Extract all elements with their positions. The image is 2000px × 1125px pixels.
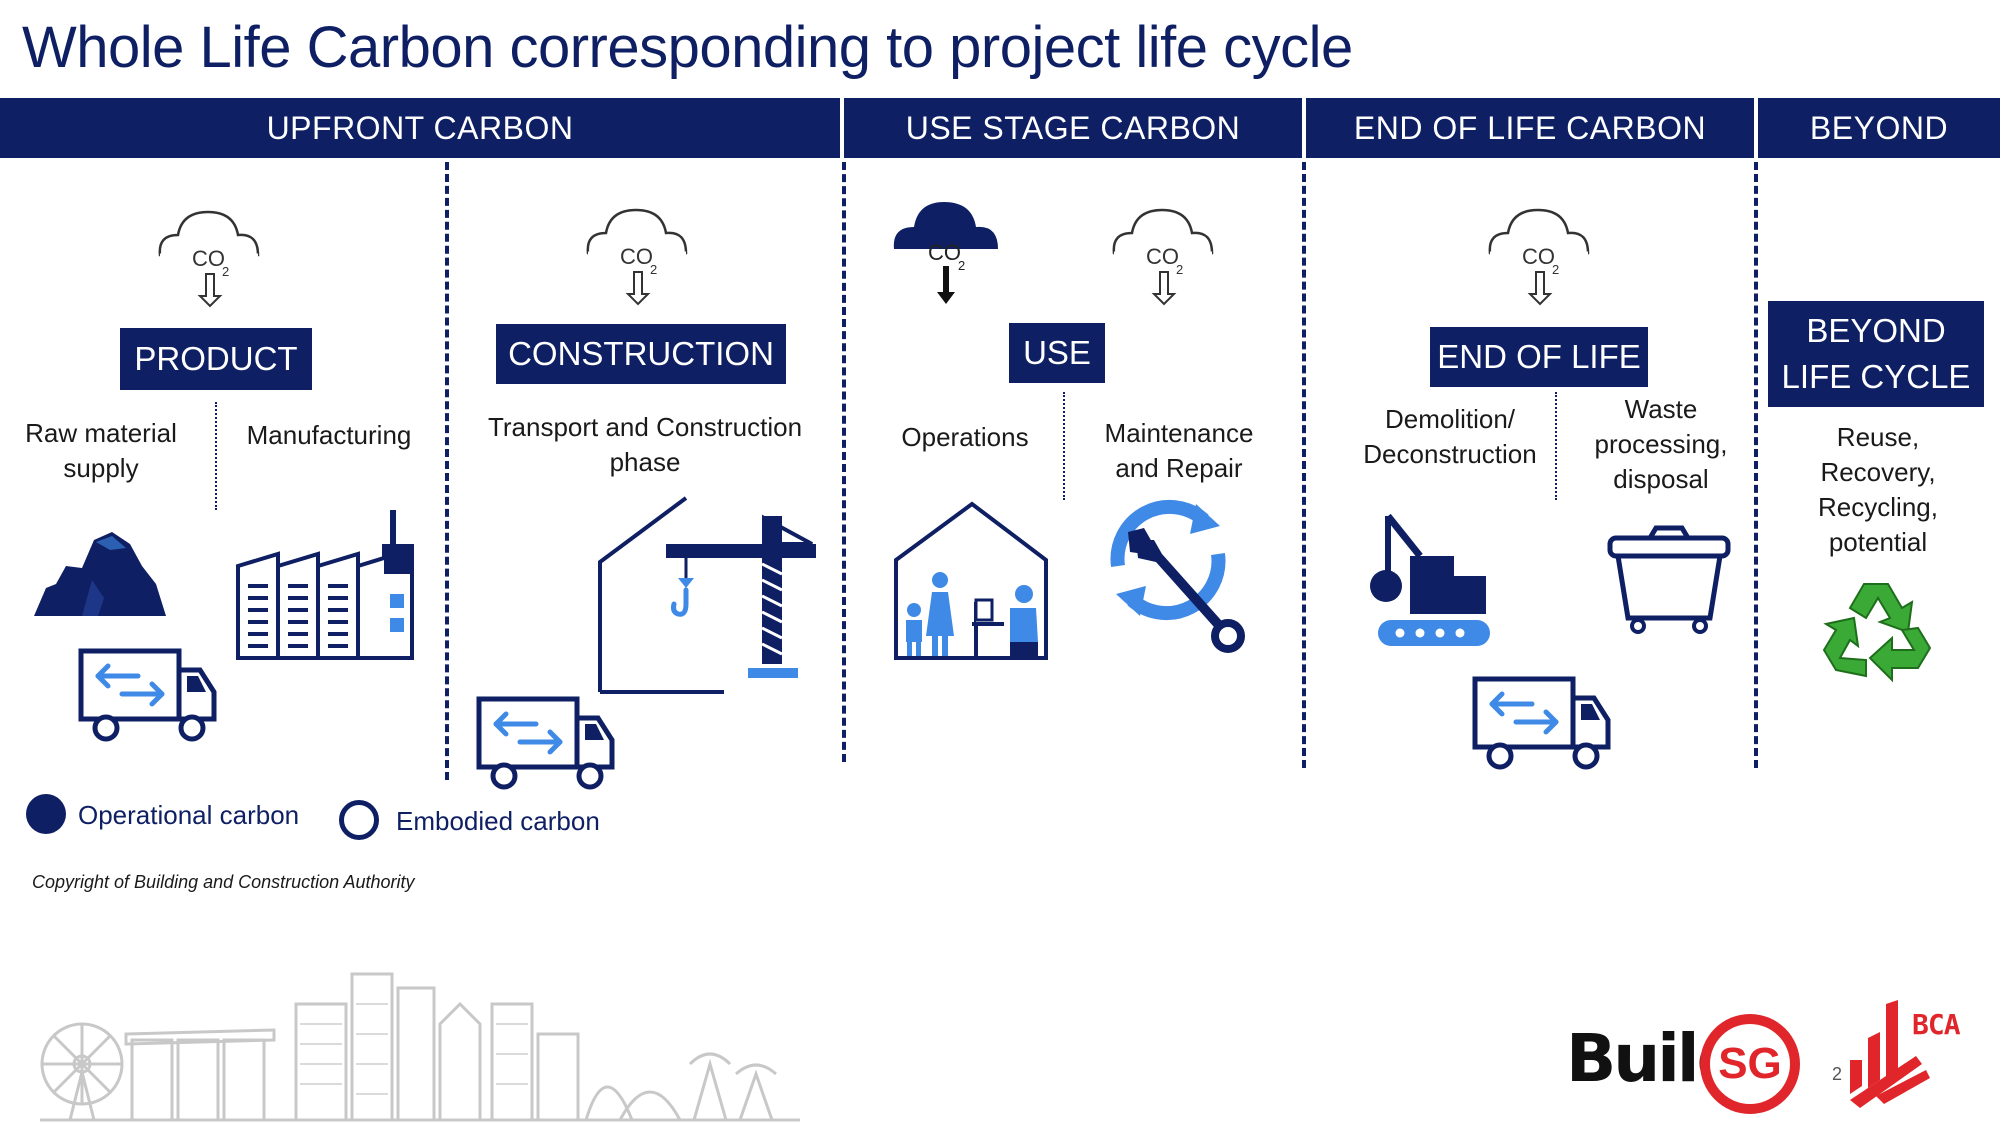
excavator-icon xyxy=(1370,513,1490,646)
recycle-icon xyxy=(1822,583,1932,683)
label-operations: Operations xyxy=(901,422,1029,452)
header-upfront-carbon: UPFRONT CARBON xyxy=(0,98,840,158)
column-divider xyxy=(1754,162,1758,768)
label-transport-construction: Transport and Construction phase xyxy=(487,412,803,478)
header-beyond: BEYOND xyxy=(1758,98,2000,158)
label-demolition: Demolition/ Deconstruction xyxy=(1363,404,1537,470)
embodied-carbon-legend-icon xyxy=(339,800,379,840)
item-divider xyxy=(1063,392,1065,500)
operational-carbon-legend-icon xyxy=(26,794,66,834)
svg-text:2: 2 xyxy=(650,262,657,277)
stage-box-construction: CONSTRUCTION xyxy=(496,324,786,384)
buildsg-logo-sg: SG xyxy=(1718,1039,1782,1088)
svg-text:2: 2 xyxy=(1552,262,1559,277)
stage-box-use: USE xyxy=(1009,323,1105,383)
truck-icon xyxy=(1472,676,1611,770)
bin-icon xyxy=(1607,525,1731,634)
mountain-icon xyxy=(34,532,166,616)
bca-logo-text: BCA xyxy=(1912,1008,1961,1041)
svg-text:2: 2 xyxy=(958,258,965,273)
wrench-cycle-icon xyxy=(1110,499,1245,653)
label-manufacturing: Manufacturing xyxy=(246,420,412,450)
truck-icon xyxy=(476,696,615,790)
stage-box-product: PRODUCT xyxy=(120,328,312,390)
co2-cloud-filled-icon: CO 2 xyxy=(893,202,998,304)
header-end-of-life-carbon: END OF LIFE CARBON xyxy=(1306,98,1754,158)
label-raw-material-supply: Raw material supply xyxy=(25,418,177,484)
svg-text:2: 2 xyxy=(1176,262,1183,277)
legend-embodied-carbon: Embodied carbon xyxy=(396,806,600,836)
column-divider xyxy=(842,162,846,762)
page-title: Whole Life Carbon corresponding to proje… xyxy=(22,15,1353,80)
page-number: 2 xyxy=(1832,1064,1843,1084)
buildsg-logo-badge: SG xyxy=(1700,1014,1800,1114)
item-divider xyxy=(1555,392,1557,500)
stage-box-beyond-life-cycle: BEYOND LIFE CYCLE xyxy=(1768,301,1984,407)
label-maintenance-repair: Maintenance and Repair xyxy=(1104,418,1254,484)
svg-text:CO: CO xyxy=(620,244,653,269)
svg-text:CO: CO xyxy=(1522,244,1555,269)
svg-text:2: 2 xyxy=(222,264,229,279)
city-skyline-illustration xyxy=(40,972,800,1122)
label-waste-processing: Waste processing, disposal xyxy=(1594,394,1728,495)
house-people-icon xyxy=(894,501,1048,660)
column-divider xyxy=(1302,162,1306,768)
svg-text:CO: CO xyxy=(1146,244,1179,269)
svg-text:CO: CO xyxy=(928,240,961,265)
co2-cloud-icon: CO 2 xyxy=(1112,208,1214,306)
header-use-stage-carbon: USE STAGE CARBON xyxy=(844,98,1302,158)
truck-icon xyxy=(78,648,217,742)
item-divider xyxy=(215,402,217,510)
label-reuse-recovery: Reuse, Recovery, Recycling, potential xyxy=(1818,422,1938,558)
co2-cloud-icon: CO 2 xyxy=(1488,208,1590,306)
svg-text:CO: CO xyxy=(192,246,225,271)
co2-cloud-icon: CO 2 xyxy=(586,208,688,306)
stage-box-end-of-life: END OF LIFE xyxy=(1430,327,1648,387)
co2-cloud-icon: CO 2 xyxy=(158,210,260,308)
legend-operational-carbon: Operational carbon xyxy=(78,800,300,830)
building-crane-icon xyxy=(598,496,816,694)
bca-logo-icon xyxy=(1850,1000,1930,1108)
copyright-notice: Copyright of Building and Construction A… xyxy=(32,872,415,892)
column-divider xyxy=(445,162,449,780)
factory-icon xyxy=(236,510,414,660)
